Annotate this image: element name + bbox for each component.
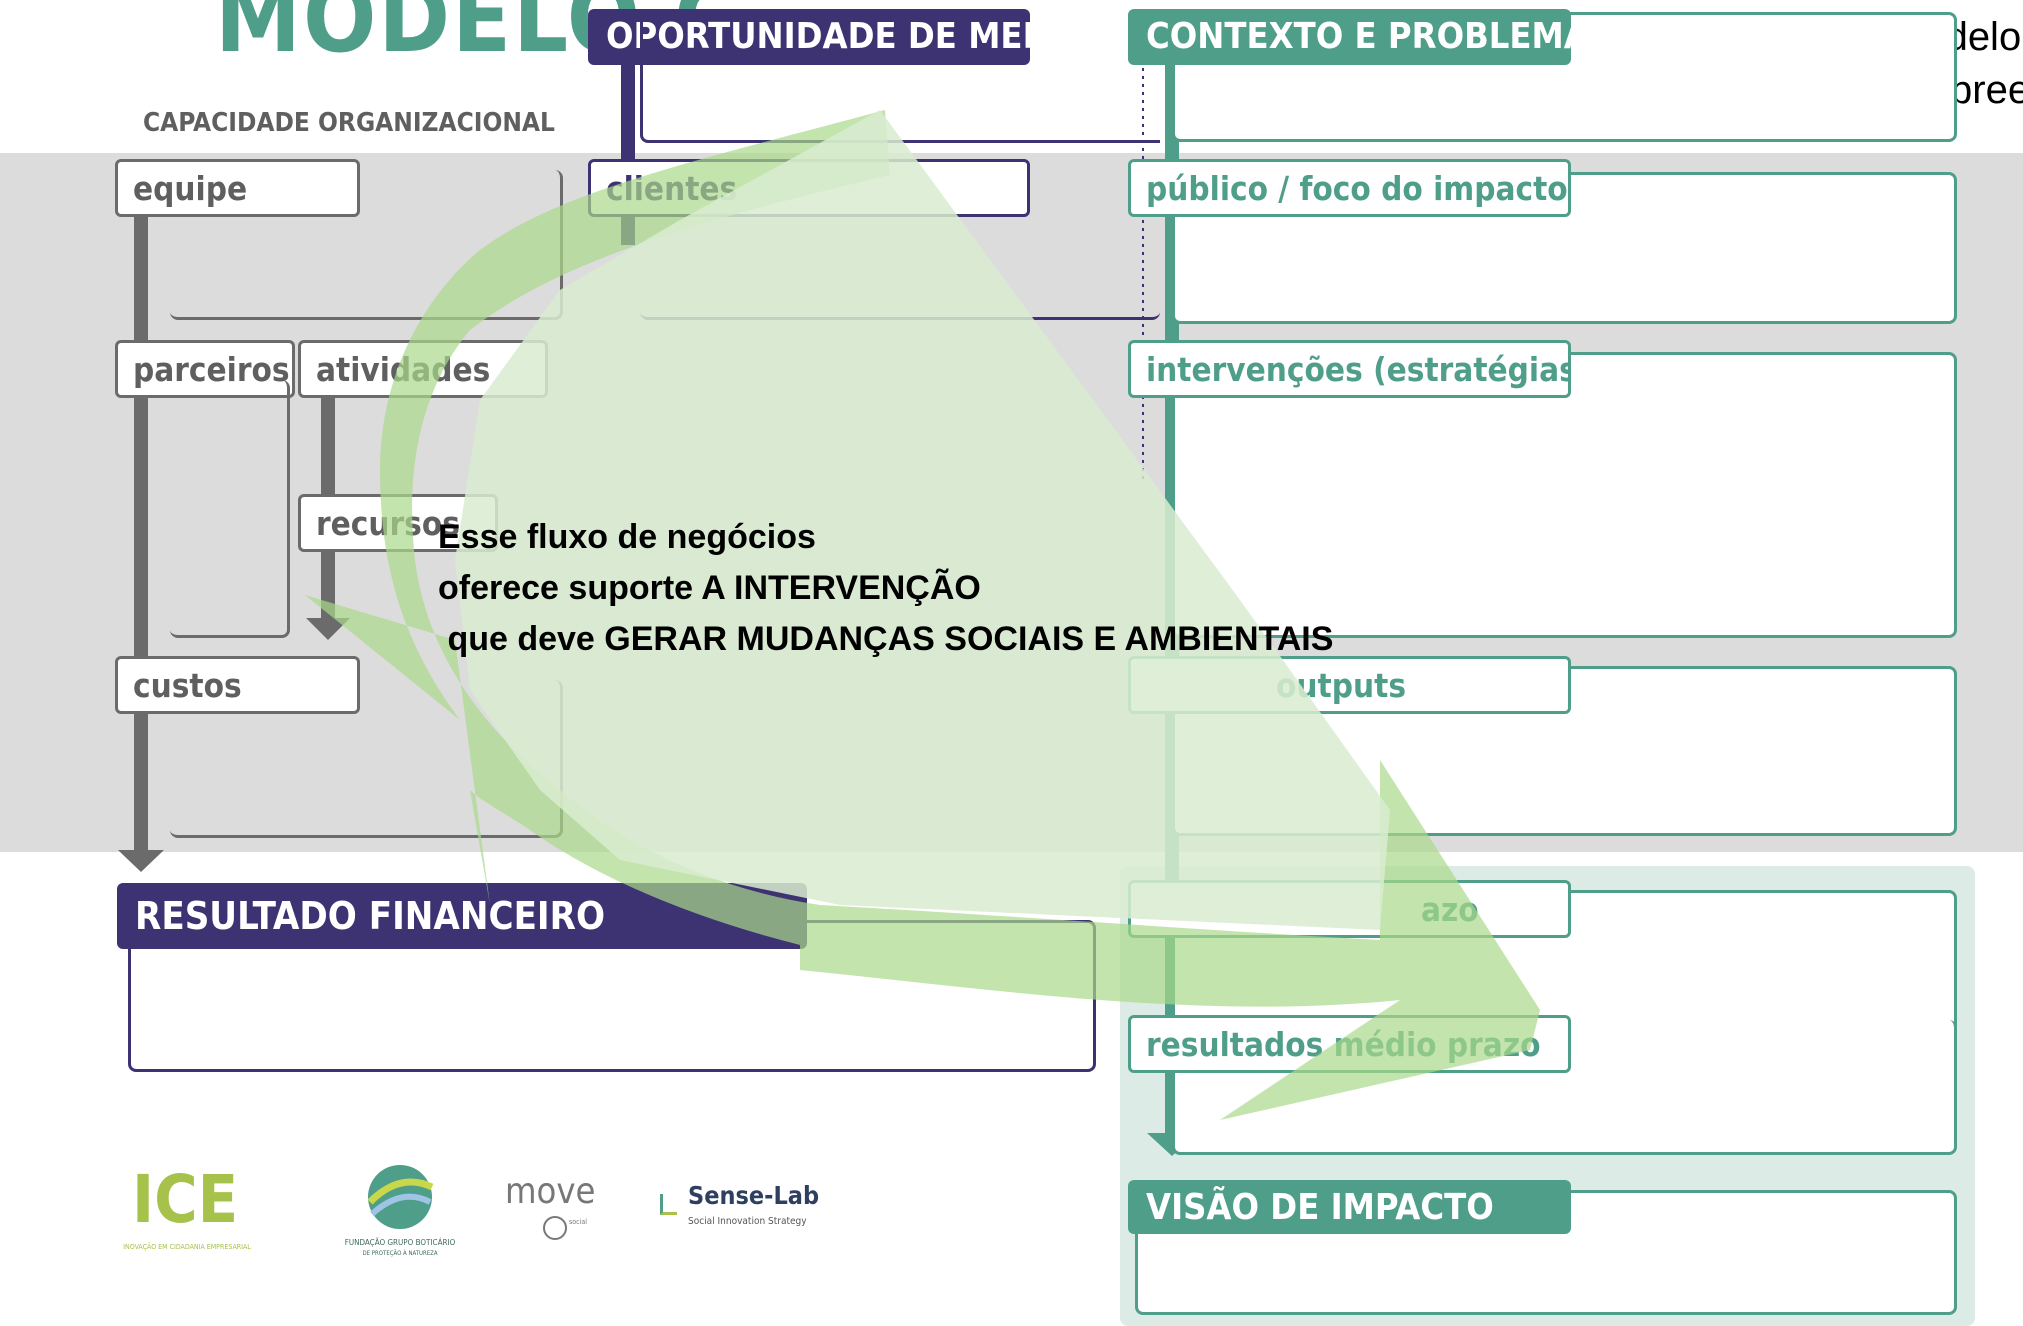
label-custos: custos [115, 656, 360, 714]
label-publico: público / foco do impacto [1128, 159, 1571, 217]
label-parceiros: parceiros [115, 340, 295, 398]
move-logo: move social [505, 1172, 615, 1242]
overlay-line-1: Esse fluxo de negócios [438, 518, 816, 556]
overlay-line-3: que deve GERAR MUDANÇAS SOCIAIS E AMBIEN… [438, 620, 1334, 658]
header-financial: RESULTADO FINANCEIRO [117, 883, 807, 949]
subtitle: CAPACIDADE ORGANIZACIONAL [143, 108, 555, 138]
senselab-logo-text: Sense-Lab [688, 1181, 820, 1210]
boticario-logo: FUNDAÇÃO GRUPO BOTICÁRIO DE PROTEÇÃO À N… [320, 1162, 480, 1262]
senselab-logo-caption: Social Innovation Strategy [688, 1216, 807, 1227]
boticario-mark-icon [367, 1165, 434, 1229]
parceiros-box [170, 380, 290, 638]
header-context: CONTEXTO E PROBLEMA [1128, 9, 1589, 65]
overlay-line-2: oferece suporte A INTERVENÇÃO [438, 569, 981, 607]
boticario-logo-text: FUNDAÇÃO GRUPO BOTICÁRIO [344, 1238, 456, 1247]
ice-logo: ICE INOVAÇÃO EM CIDADANIA EMPRESARIAL [92, 1165, 282, 1260]
header-vision: VISÃO DE IMPACTO [1128, 1180, 1571, 1234]
label-intervencoes: intervenções (estratégias) [1128, 340, 1571, 398]
boticario-logo-caption: DE PROTEÇÃO À NATUREZA [362, 1250, 438, 1257]
header-market: OPORTUNIDADE DE MERCADO [588, 9, 1151, 65]
label-equipe: equipe [115, 159, 360, 217]
move-logo-text: move [505, 1171, 596, 1212]
move-logo-caption: social [569, 1218, 587, 1226]
intervencoes-box [1172, 352, 1957, 638]
ice-logo-caption: INOVAÇÃO EM CIDADANIA EMPRESARIAL [123, 1243, 251, 1251]
senselab-leaf-icon [660, 1194, 677, 1215]
senselab-logo: Sense-Lab Social Innovation Strategy [658, 1180, 819, 1240]
move-circle-icon [543, 1216, 567, 1240]
ice-logo-text: ICE [132, 1161, 239, 1238]
